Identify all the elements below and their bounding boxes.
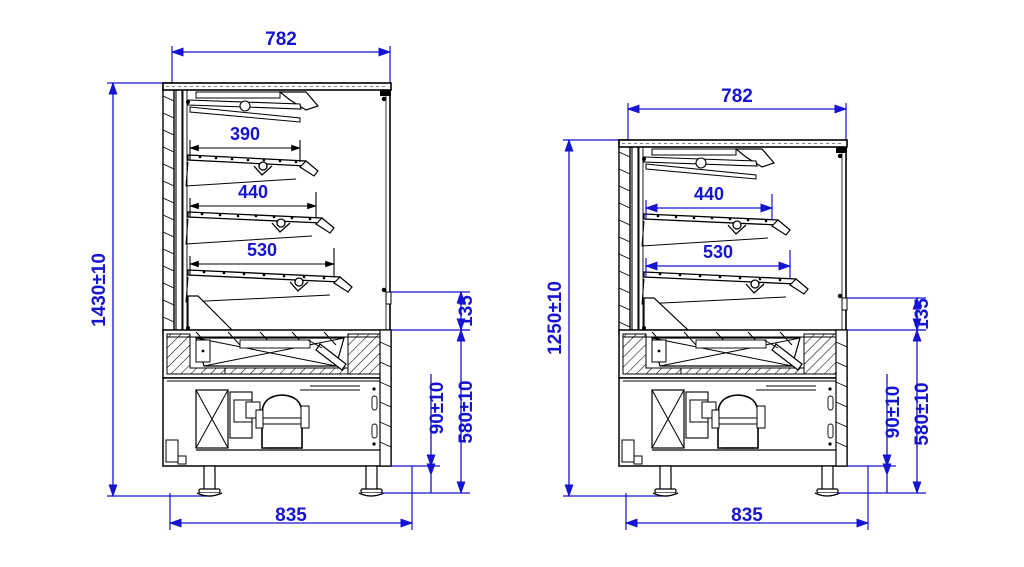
left-cabinet-view: 782 1430±10 [89, 29, 477, 530]
dim-135-text: 135 [456, 295, 477, 327]
dim-782-right: 782 [721, 86, 753, 107]
dim-shelf-440-right: 440 [644, 184, 774, 220]
cabinet-body-right [618, 139, 848, 497]
shelf-1-right [641, 213, 791, 247]
dim-overall-height-left: 1430±10 [89, 81, 212, 498]
shelf-2-right [641, 271, 809, 305]
dim-835-right-text: 835 [731, 505, 763, 526]
dim-top-width-right: 782 [626, 86, 848, 140]
shelf-1-left [185, 154, 319, 187]
dim-135-right: 135 [847, 296, 933, 332]
dim-782-left: 782 [265, 29, 297, 50]
dim-580-right: 580±10 [896, 328, 933, 495]
cabinet-body-left [162, 82, 392, 497]
dim-440-right-text: 440 [694, 184, 724, 204]
dim-440-text: 440 [238, 182, 268, 202]
dim-90-right-text: 90±10 [883, 386, 904, 439]
dim-base-width-right: 835 [624, 466, 870, 530]
dim-530-right-text: 530 [703, 242, 733, 262]
shelf-3-left [185, 269, 353, 303]
legs-left [196, 465, 385, 497]
dim-580-left: 580±10 [440, 328, 477, 495]
dim-shelf-530-right: 530 [644, 242, 792, 278]
dim-90-text: 90±10 [427, 382, 448, 435]
dim-530-text: 530 [247, 240, 277, 260]
right-cabinet-view: 782 1250±10 [545, 86, 933, 530]
legs-right [652, 465, 841, 497]
dim-1430-left: 1430±10 [89, 253, 110, 327]
dim-580-text: 580±10 [456, 380, 477, 443]
dim-shelf-390-left: 390 [188, 124, 302, 162]
dim-580-right-text: 580±10 [912, 382, 933, 445]
dim-90-right: 90±10 [838, 374, 904, 494]
dim-90-left: 90±10 [382, 374, 448, 494]
dim-top-width-left: 782 [170, 29, 392, 83]
dim-overall-height-right: 1250±10 [545, 138, 668, 498]
dim-135-left: 135 [391, 290, 477, 332]
dim-base-width-left: 835 [168, 466, 414, 530]
dim-shelf-530-left: 530 [188, 240, 336, 276]
dim-835-text: 835 [275, 505, 307, 526]
shelf-2-left [185, 211, 335, 245]
dim-shelf-440-left: 440 [188, 182, 318, 218]
dim-390-text: 390 [230, 124, 260, 144]
dim-135-right-text: 135 [912, 298, 933, 330]
dim-1250-right: 1250±10 [545, 281, 566, 355]
